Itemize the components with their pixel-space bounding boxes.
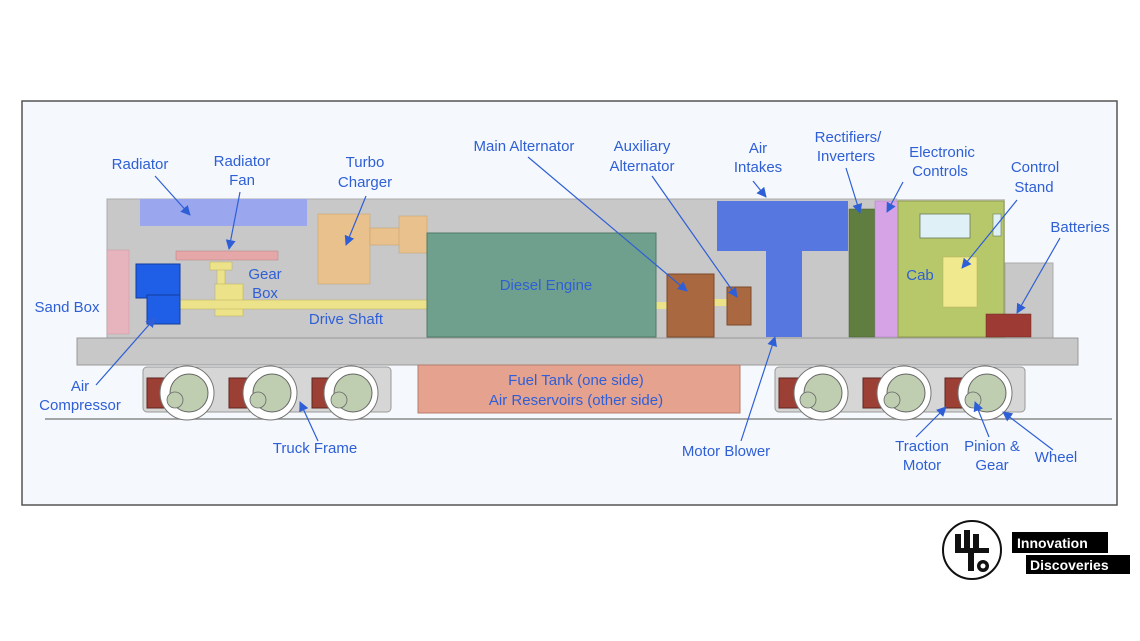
label-auxiliary-alternator-line1: Auxiliary xyxy=(614,138,671,155)
label-traction-motor-line2: Motor xyxy=(903,457,941,474)
label-rectifiers-line1: Rectifiers/ xyxy=(815,129,883,146)
label-turbo-charger-line1: Turbo xyxy=(346,154,385,171)
pinion-gear xyxy=(964,391,982,409)
label-drive-shaft: Drive Shaft xyxy=(309,311,384,328)
brand-emblem-base xyxy=(955,548,989,553)
label-gear-box-line1: Gear xyxy=(248,266,281,283)
brand-logo: Innovation Discoveries xyxy=(942,520,1130,580)
main-alternator-block xyxy=(666,273,715,338)
pinion-gear xyxy=(799,391,817,409)
brand-emblem-bar-1 xyxy=(955,534,961,548)
label-motor-blower: Motor Blower xyxy=(682,443,770,460)
arrow-pinion-gear xyxy=(973,401,990,438)
label-air-compressor-line2: Compressor xyxy=(39,397,121,414)
brand-emblem-stem xyxy=(968,553,974,571)
fuel-tank-block xyxy=(417,364,741,414)
pinion-gear xyxy=(330,391,348,409)
sand-box-block xyxy=(106,249,130,335)
label-pinion-gear-line1: Pinion & xyxy=(964,438,1020,455)
motor-blower-block xyxy=(766,251,802,337)
label-batteries: Batteries xyxy=(1050,219,1109,236)
brand-emblem-gear-hole xyxy=(980,563,986,569)
cab-window xyxy=(919,213,971,239)
radiator-block xyxy=(140,199,307,226)
label-pinion-gear-line2: Gear xyxy=(975,457,1008,474)
diesel-engine-block xyxy=(426,232,657,338)
brand-emblem-bar-3 xyxy=(973,534,979,548)
label-traction-motor-line1: Traction xyxy=(895,438,949,455)
brand-line2: Discoveries xyxy=(1030,557,1109,573)
label-radiator-fan-line1: Radiator xyxy=(214,153,271,170)
arrow-batteries xyxy=(1016,237,1061,314)
turbo-charger-block xyxy=(317,213,371,285)
label-air-intakes-line2: Intakes xyxy=(734,159,782,176)
arrow-turbo-charger xyxy=(344,195,367,246)
arrow-radiator xyxy=(154,175,191,216)
drive-shaft-bar-aux xyxy=(713,299,728,306)
arrow-main-alternator xyxy=(527,156,688,292)
arrow-motor-blower xyxy=(740,336,777,442)
brand-line2-bg xyxy=(1026,555,1130,574)
control-stand-block xyxy=(942,256,978,308)
label-cab: Cab xyxy=(906,267,934,284)
label-diesel-engine: Diesel Engine xyxy=(500,277,593,294)
label-rectifiers-line2: Inverters xyxy=(817,148,875,165)
arrow-auxiliary-alternator xyxy=(651,175,738,298)
arrow-traction-motor xyxy=(915,406,947,438)
arrow-rectifiers xyxy=(845,167,863,214)
label-radiator: Radiator xyxy=(112,156,169,173)
label-electronic-controls-line2: Controls xyxy=(912,163,968,180)
label-main-alternator: Main Alternator xyxy=(474,138,575,155)
arrow-radiator-fan xyxy=(225,191,241,250)
arrow-air-intakes xyxy=(752,180,767,198)
drive-shaft-bar xyxy=(177,299,429,310)
gear-box-top xyxy=(209,261,233,271)
label-electronic-controls-line1: Electronic xyxy=(909,144,975,161)
front-truck-wheelset xyxy=(146,365,379,421)
label-turbo-charger-line2: Charger xyxy=(338,174,392,191)
label-sand-box: Sand Box xyxy=(34,299,100,316)
label-air-compressor-line1: Air xyxy=(71,378,89,395)
arrow-electronic-controls xyxy=(886,181,904,213)
label-fuel-tank-line1: Fuel Tank (one side) xyxy=(508,372,644,389)
air-compressor-top xyxy=(135,263,181,299)
leader-arrows xyxy=(95,156,1061,451)
label-fuel-tank-line2: Air Reservoirs (other side) xyxy=(489,392,663,409)
batteries-block xyxy=(985,313,1032,338)
brand-line1-bg xyxy=(1012,532,1108,553)
label-gear-box-line2: Box xyxy=(252,285,278,302)
label-truck-frame: Truck Frame xyxy=(273,440,357,457)
label-air-intakes-line1: Air xyxy=(749,140,767,157)
brand-emblem-bar-2 xyxy=(964,530,970,548)
pinion-gear xyxy=(883,391,901,409)
arrow-air-compressor xyxy=(95,317,156,386)
pinion-gear xyxy=(249,391,267,409)
label-control-stand-line2: Stand xyxy=(1014,179,1053,196)
gear-box-stem xyxy=(216,267,226,287)
turbo-charger-outlet xyxy=(398,215,428,254)
drive-shaft-bar-rear xyxy=(655,302,670,309)
pinion-gear xyxy=(166,391,184,409)
air-compressor-bottom xyxy=(146,294,181,325)
turbo-charger-pipe xyxy=(369,227,401,246)
label-wheel: Wheel xyxy=(1035,449,1078,466)
label-auxiliary-alternator-line2: Alternator xyxy=(609,158,674,175)
electronic-controls-block xyxy=(874,200,899,338)
arrow-wheel xyxy=(1002,411,1054,451)
radiator-fan-block xyxy=(175,250,279,261)
label-radiator-fan-line2: Fan xyxy=(229,172,255,189)
brand-line1: Innovation xyxy=(1017,535,1088,551)
underframe xyxy=(76,337,1079,366)
arrow-truck-frame xyxy=(299,401,319,442)
arrow-control-stand xyxy=(961,199,1018,269)
rear-truck-wheelset xyxy=(778,365,1013,421)
air-intakes-block xyxy=(717,201,848,251)
auxiliary-alternator-block xyxy=(726,286,752,326)
label-control-stand-line1: Control xyxy=(1011,159,1059,176)
rectifiers-block xyxy=(848,208,876,338)
